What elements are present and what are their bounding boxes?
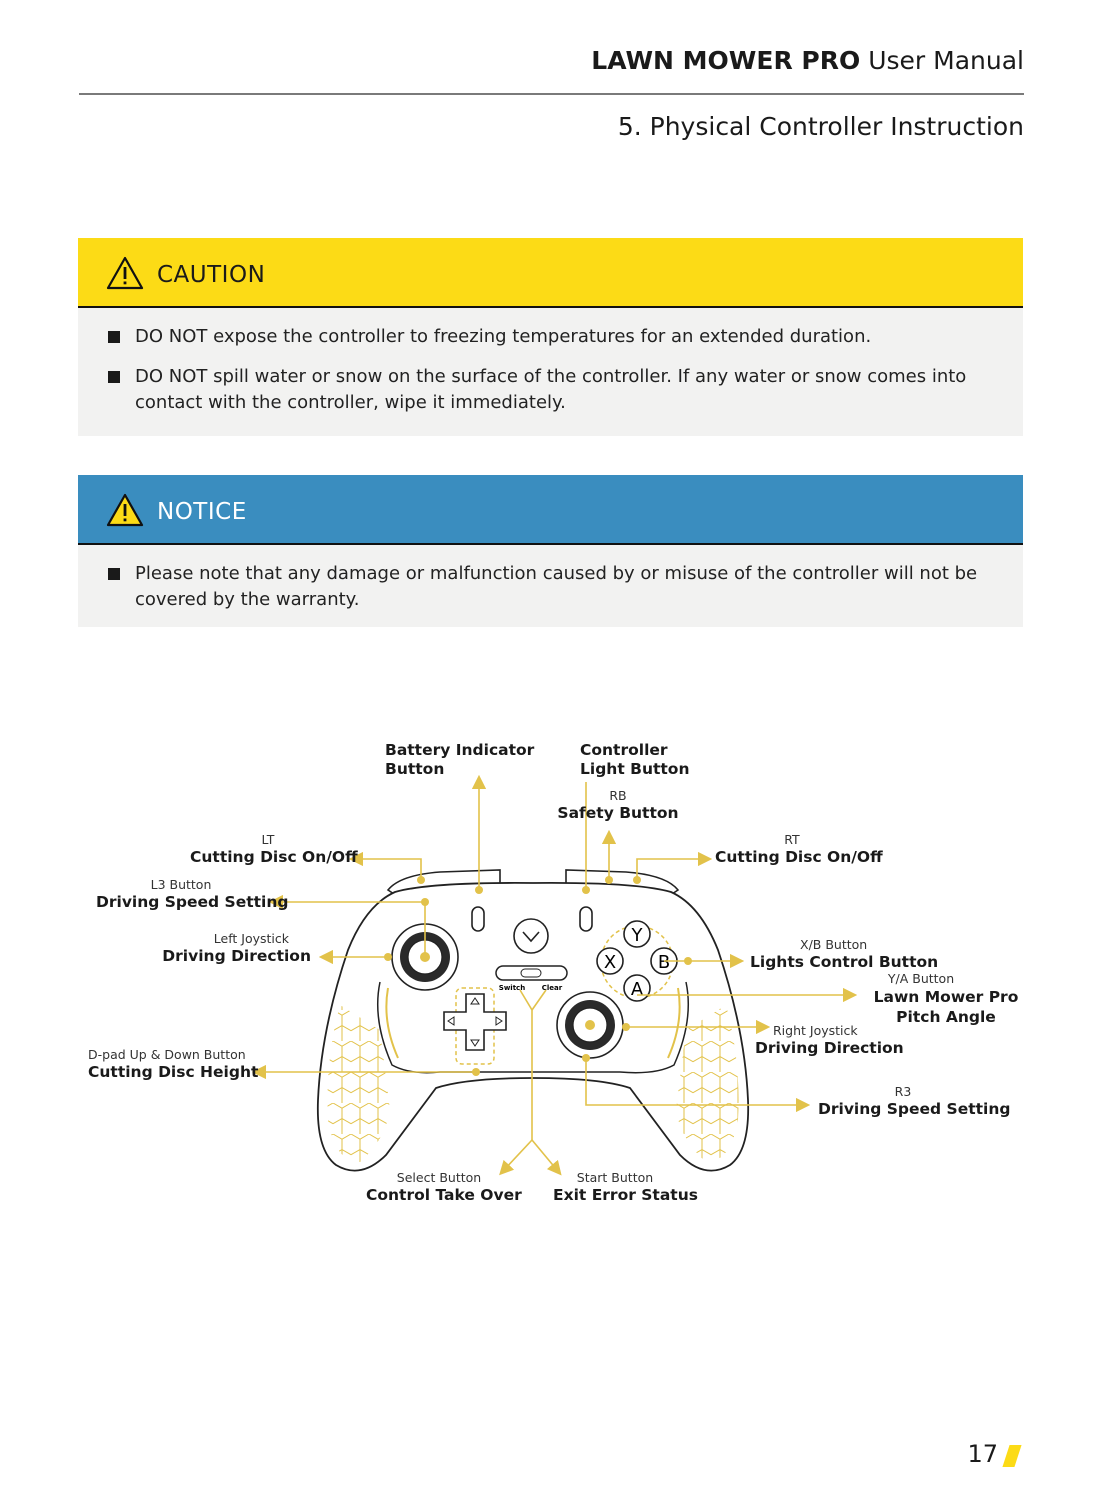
list-item: DO NOT expose the controller to freezing… — [108, 324, 1001, 350]
header-divider — [79, 93, 1024, 95]
switch-label: Switch — [499, 984, 525, 992]
callout-right-joystick: Right Joystick Driving Direction — [755, 1023, 904, 1057]
x-button — [596, 947, 624, 975]
caution-item-text: DO NOT expose the controller to freezing… — [135, 326, 872, 347]
list-item: DO NOT spill water or snow on the surfac… — [108, 364, 1001, 416]
document-title: User Manual — [868, 46, 1024, 75]
callout-r3: R3 Driving Speed Setting — [818, 1084, 1011, 1118]
callout-rt: RT Cutting Disc On/Off — [715, 832, 883, 866]
home-button — [513, 918, 549, 954]
callout-start: Start Button Exit Error Status — [553, 1170, 698, 1204]
section-title: 5. Physical Controller Instruction — [617, 112, 1024, 141]
a-button-label: A — [631, 979, 644, 1000]
controller-diagram: Switch Clear Y X B A — [0, 700, 1102, 1260]
controller-illustration: Switch Clear Y X B A — [251, 774, 858, 1176]
clear-label: Clear — [542, 984, 563, 992]
callout-rb: RB Safety Button — [557, 788, 679, 822]
callout-select: Select Button Control Take Over — [366, 1170, 522, 1204]
callout-l3: L3 Button Driving Speed Setting — [96, 877, 289, 911]
notice-item-text: Please note that any damage or malfuncti… — [135, 563, 978, 610]
right-grip-texture — [676, 1005, 739, 1162]
callout-xb: X/B Button Lights Control Button — [750, 937, 939, 971]
y-button-label: Y — [631, 925, 644, 946]
notice-label: NOTICE — [157, 499, 247, 525]
b-button-label: B — [658, 952, 670, 973]
callout-dpad: D-pad Up & Down Button Cutting Disc Heig… — [88, 1047, 259, 1081]
callout-ya: Y/A Button Lawn Mower Pro Pitch Angle — [873, 971, 1019, 1026]
left-grip-texture — [327, 1005, 390, 1162]
caution-content: DO NOT expose the controller to freezing… — [78, 308, 1023, 436]
bullet — [108, 568, 120, 580]
page-number: 17 — [967, 1440, 998, 1468]
notice-banner: NOTICE — [78, 475, 1023, 545]
caution-label: CAUTION — [157, 262, 266, 288]
bullet — [108, 331, 120, 343]
warning-icon — [106, 493, 144, 527]
warning-icon — [106, 256, 144, 290]
x-button-label: X — [604, 952, 616, 973]
y-button — [623, 920, 651, 948]
bullet — [108, 371, 120, 383]
page-accent-mark — [1002, 1445, 1022, 1467]
callout-left-joystick: Left Joystick Driving Direction — [162, 931, 311, 965]
list-item: Please note that any damage or malfuncti… — [108, 561, 1001, 613]
callout-battery: Battery Indicator Button — [385, 741, 535, 778]
controller-light-button — [579, 906, 593, 932]
callout-lt: LT Cutting Disc On/Off — [190, 832, 358, 866]
notice-content: Please note that any damage or malfuncti… — [78, 545, 1023, 627]
caution-banner: CAUTION — [78, 238, 1023, 308]
callout-controller-light: Controller Light Button — [580, 741, 690, 778]
brand-name: LAWN MOWER PRO — [591, 46, 861, 75]
battery-indicator-button — [471, 906, 485, 932]
d-pad — [443, 993, 507, 1051]
caution-item-text: DO NOT spill water or snow on the surfac… — [135, 366, 967, 413]
